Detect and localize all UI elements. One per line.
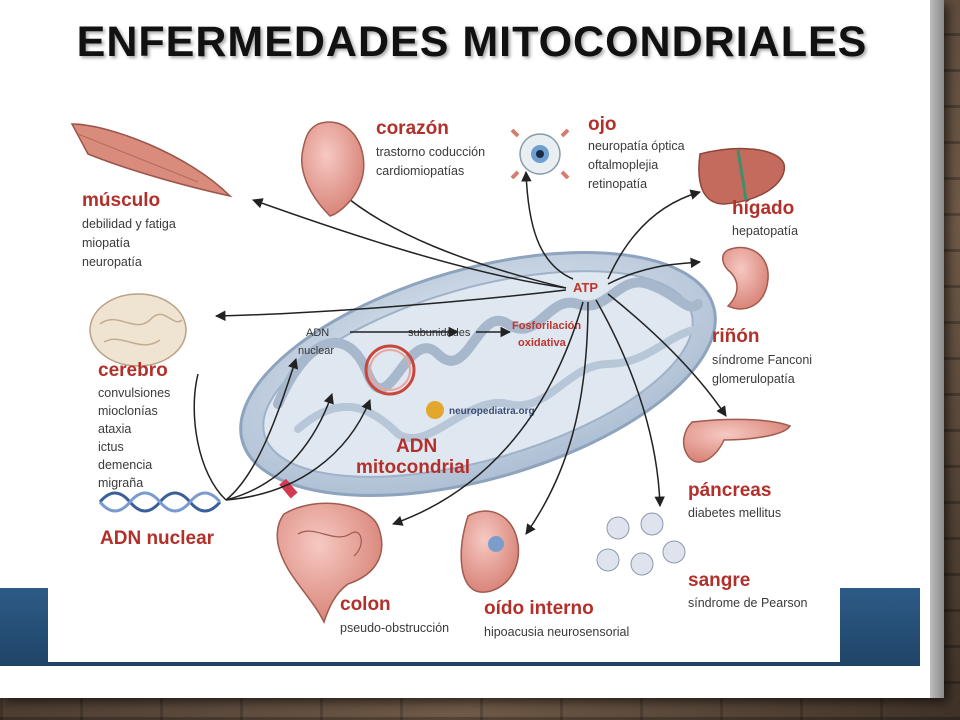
fosforilacion-label-1: Fosforilación: [512, 320, 581, 332]
organ-cerebro-name: cerebro: [98, 360, 168, 381]
organ-musculo-item: debilidad y fatiga: [82, 217, 176, 231]
adn-nuclear-inner-2: nuclear: [298, 345, 334, 357]
organ-cerebro-item: migraña: [98, 476, 143, 490]
organ-ojo-item: oftalmoplejia: [588, 158, 658, 172]
organ-higado: hígado hepatopatía: [732, 198, 798, 238]
colon-illustration: [276, 502, 383, 624]
organ-corazon: corazón trastorno coducción cardiomiopat…: [376, 118, 485, 178]
organ-oido: oído interno hipoacusia neurosensorial: [484, 598, 629, 639]
organ-colon-item: pseudo-obstrucción: [340, 621, 449, 635]
organ-sangre-item: síndrome de Pearson: [688, 596, 808, 610]
mitochondrial-diagram: neuropediatra.org ATP ADN nuclear subuni…: [48, 74, 840, 662]
organ-rinon: riñón síndrome Fanconi glomerulopatía: [712, 326, 812, 386]
organ-corazon-item: trastorno coducción: [376, 145, 485, 159]
atp-label: ATP: [573, 280, 598, 295]
atp-arrows: [214, 170, 727, 535]
brain-illustration: [89, 293, 187, 367]
organ-ojo: ojo neuropatía óptica oftalmoplejia reti…: [588, 114, 685, 191]
organ-pancreas-name: páncreas: [688, 480, 771, 501]
dna-helix-icon: [98, 491, 222, 513]
muscle-illustration: [70, 123, 233, 198]
organ-cerebro-item: convulsiones: [98, 386, 170, 400]
blood-cells-illustration: [596, 512, 686, 576]
fosforilacion-label-2: oxidativa: [518, 337, 567, 349]
organ-corazon-name: corazón: [376, 118, 449, 139]
slide-edge: [930, 0, 944, 698]
organ-pancreas: páncreas diabetes mellitus: [688, 480, 781, 520]
liver-illustration: [698, 147, 785, 205]
organ-sangre: sangre síndrome de Pearson: [688, 570, 808, 610]
organ-higado-name: hígado: [732, 198, 794, 219]
organ-higado-item: hepatopatía: [732, 224, 798, 238]
organ-corazon-item: cardiomiopatías: [376, 164, 464, 178]
slide-title: ENFERMEDADES MITOCONDRIALES: [76, 18, 868, 66]
organ-colon-name: colon: [340, 594, 391, 615]
adn-nuclear-label: ADN nuclear: [100, 528, 215, 549]
kidney-illustration: [722, 246, 769, 310]
organ-musculo-item: miopatía: [82, 236, 130, 250]
organ-cerebro-item: demencia: [98, 458, 152, 472]
mutation-marker-icon: [279, 478, 298, 499]
watermark-text: neuropediatra.org: [449, 406, 535, 417]
heart-illustration: [301, 121, 365, 217]
organ-pancreas-item: diabetes mellitus: [688, 506, 781, 520]
pancreas-illustration: [682, 418, 792, 463]
mtdna-ring-icon: [364, 344, 416, 396]
adn-nuclear-inner-1: ADN: [306, 327, 329, 339]
adn-mito-label-1: ADN: [396, 436, 437, 457]
organ-rinon-item: glomerulopatía: [712, 372, 795, 386]
organ-rinon-name: riñón: [712, 326, 760, 347]
mitochondrion-illustration: [239, 251, 717, 497]
organ-ojo-name: ojo: [588, 114, 617, 135]
organ-musculo-name: músculo: [82, 190, 160, 211]
eye-illustration: [510, 128, 570, 180]
organ-cerebro: cerebro convulsiones mioclonías ataxia i…: [98, 360, 170, 490]
organ-cerebro-item: ictus: [98, 440, 124, 454]
adn-mito-label-2: mitocondrial: [356, 457, 470, 478]
organ-colon: colon pseudo-obstrucción: [340, 594, 449, 635]
inner-ear-illustration: [460, 510, 520, 593]
organ-musculo-item: neuropatía: [82, 255, 142, 269]
organ-sangre-name: sangre: [688, 570, 750, 591]
organ-oido-item: hipoacusia neurosensorial: [484, 625, 629, 639]
organ-cerebro-item: mioclonías: [98, 404, 158, 418]
organ-ojo-item: neuropatía óptica: [588, 139, 685, 153]
organ-rinon-item: síndrome Fanconi: [712, 353, 812, 367]
brain-logo-icon: [426, 401, 444, 419]
slide: ENFERMEDADES MITOCONDRIALES: [0, 0, 944, 698]
organ-cerebro-item: ataxia: [98, 422, 131, 436]
organ-ojo-item: retinopatía: [588, 177, 647, 191]
diagram-svg: neuropediatra.org ATP ADN nuclear subuni…: [70, 114, 812, 639]
organ-oido-name: oído interno: [484, 598, 594, 619]
subunidades-label: subunidades: [408, 327, 471, 339]
organ-musculo: músculo debilidad y fatiga miopatía neur…: [82, 190, 176, 269]
